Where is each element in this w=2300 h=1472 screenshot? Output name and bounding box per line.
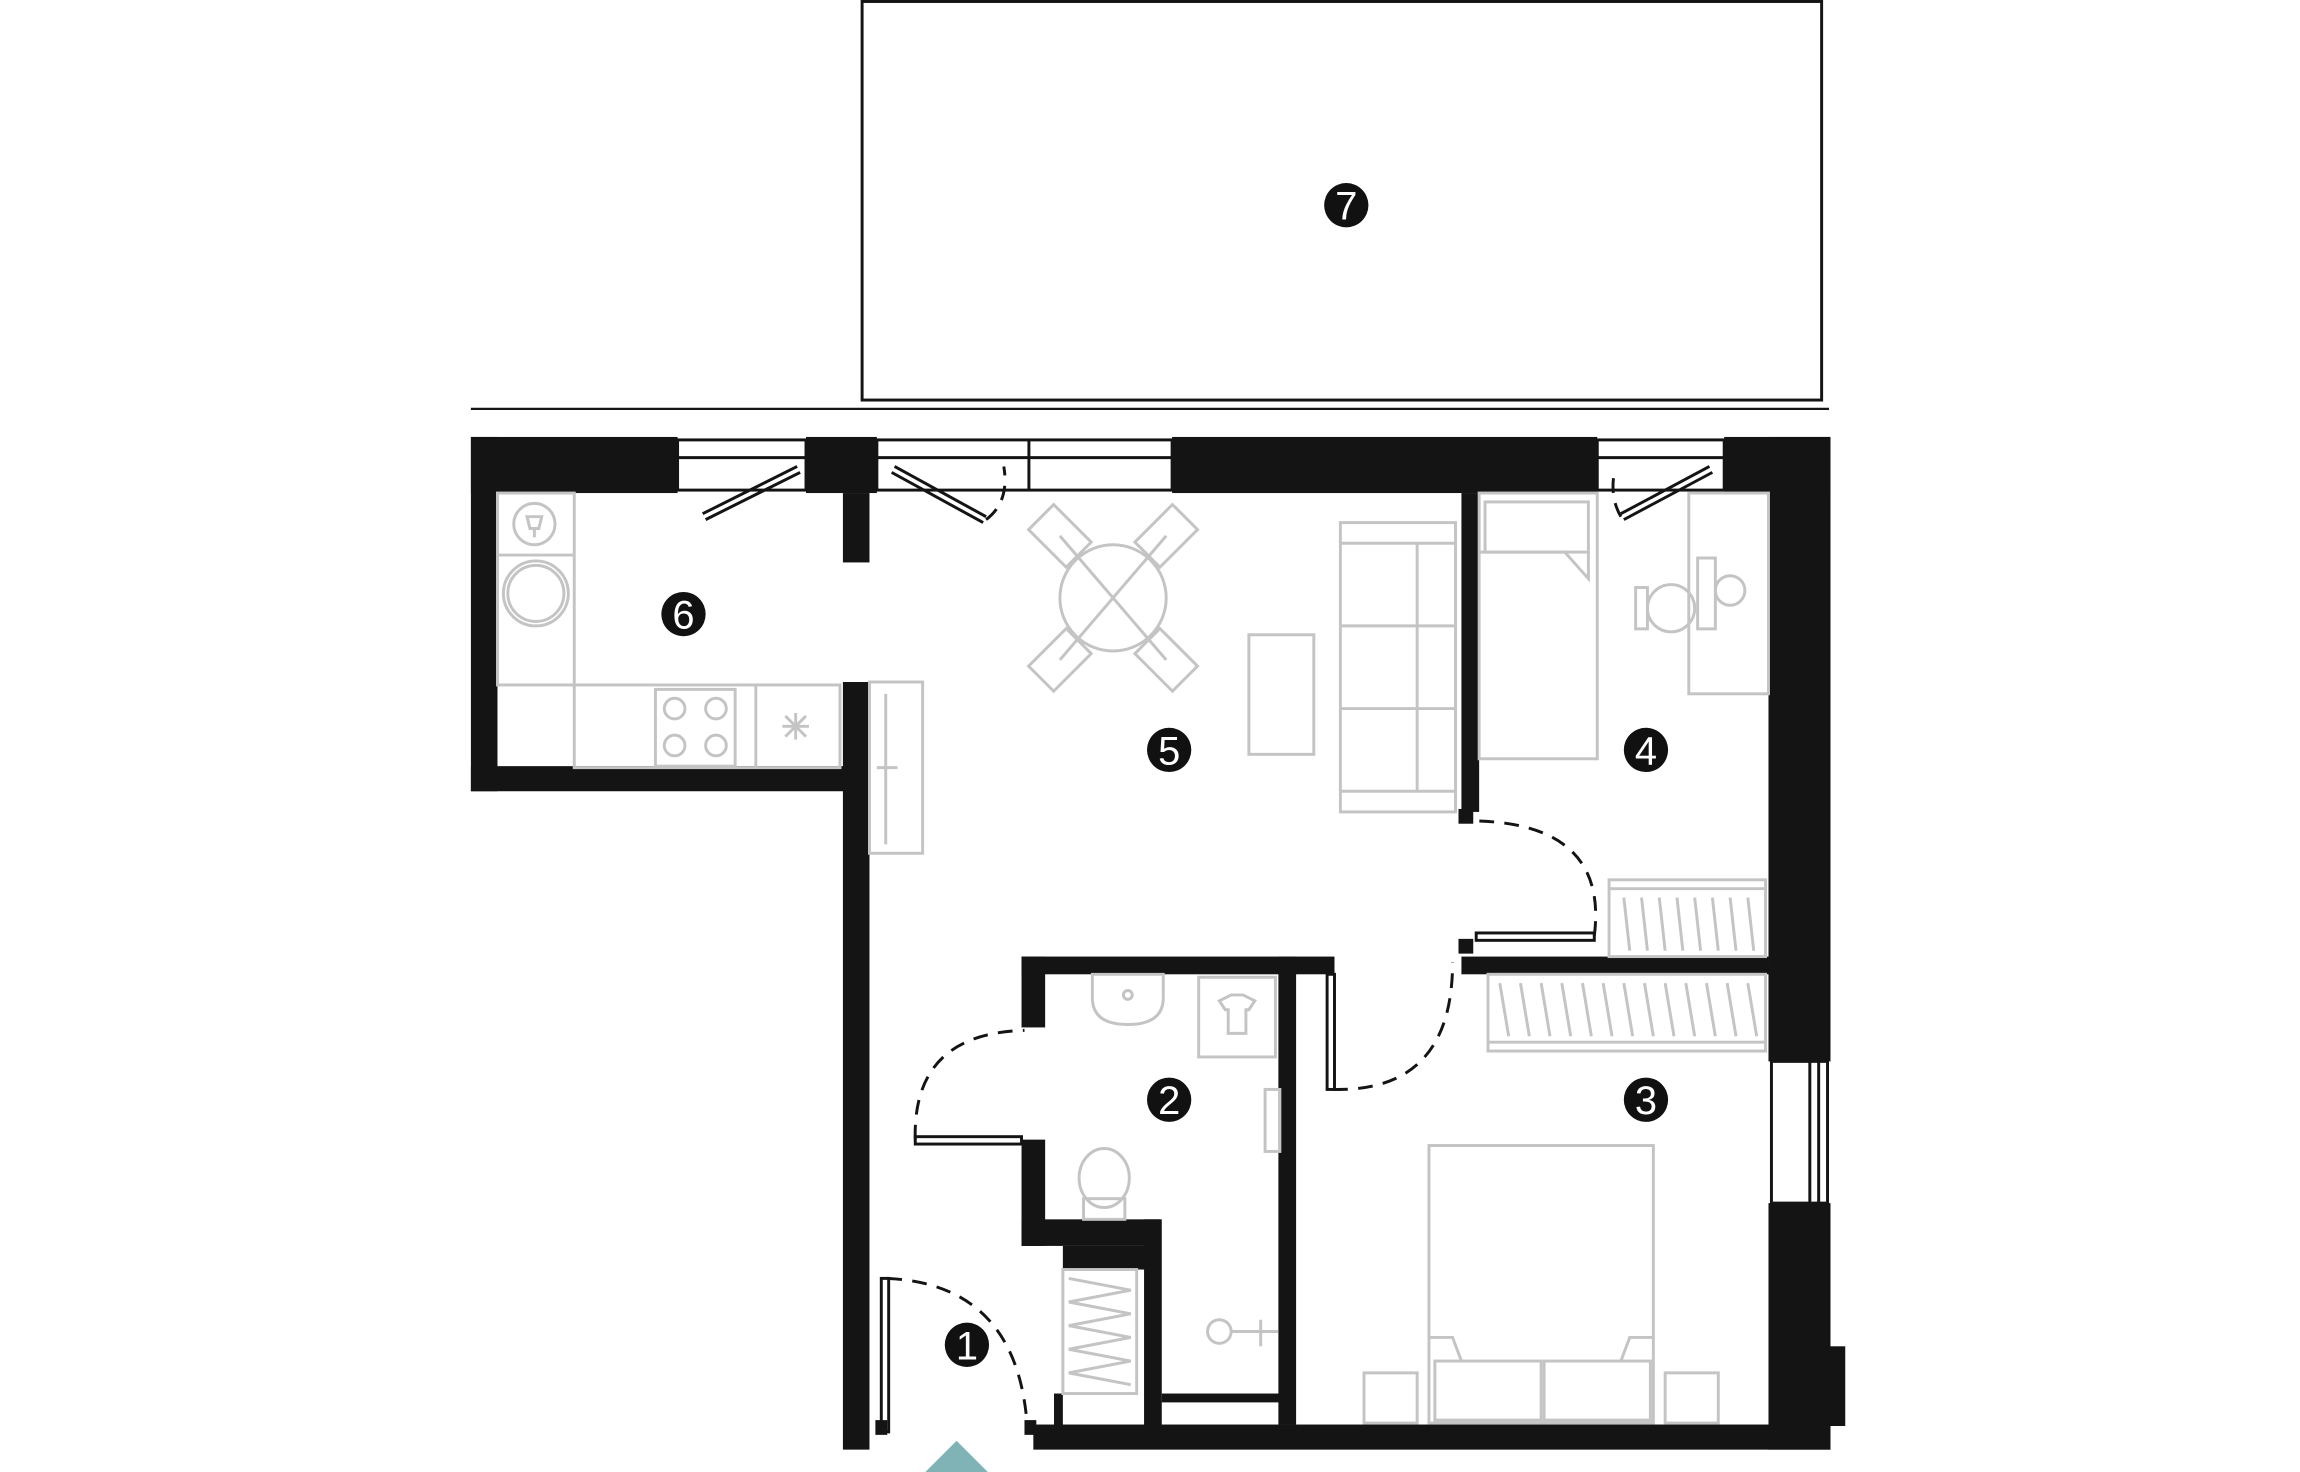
sink-icon — [782, 713, 809, 740]
room-marker-1: 1 — [944, 1322, 990, 1368]
toilet-icon — [1077, 1147, 1131, 1221]
double-bed-icon — [1427, 1144, 1655, 1425]
sofa-icon — [1338, 521, 1458, 814]
tv-icon — [868, 680, 925, 855]
room-label-7: 7 — [1335, 185, 1357, 229]
dishwasher-icon — [512, 501, 557, 547]
room-label-5: 5 — [1158, 729, 1180, 773]
room-marker-4: 4 — [1623, 727, 1669, 773]
nightstand-icon — [1663, 1371, 1720, 1425]
windows — [676, 438, 1830, 1205]
wardrobe-icon — [1486, 972, 1768, 1053]
wardrobe-icon — [1607, 878, 1768, 959]
doors — [875, 808, 1598, 1435]
stove-icon — [653, 687, 737, 768]
room-marker-3: 3 — [1623, 1077, 1669, 1123]
desk-icon — [1634, 491, 1770, 696]
room-label-3: 3 — [1635, 1079, 1657, 1123]
closet-icon — [1061, 1268, 1139, 1396]
nightstand-icon — [1362, 1371, 1419, 1425]
room-label-4: 4 — [1635, 729, 1657, 773]
washing-machine-icon — [501, 559, 570, 628]
walls — [470, 436, 1846, 1450]
room-marker-5: 5 — [1147, 727, 1192, 773]
dining-table-icon — [1026, 502, 1200, 694]
room-marker-6: 6 — [661, 591, 706, 638]
coffee-table — [1247, 633, 1316, 756]
furniture — [496, 491, 1770, 1425]
room-marker-7: 7 — [1324, 183, 1369, 229]
shower-icon — [1206, 1318, 1279, 1347]
laundry-icon — [1197, 975, 1277, 1059]
room-label-6: 6 — [672, 594, 694, 638]
towel-rail-icon — [1263, 1087, 1282, 1153]
entrance-arrow-icon — [925, 1440, 988, 1472]
room-label-2: 2 — [1158, 1079, 1180, 1123]
washbasin-icon — [1090, 972, 1165, 1026]
balcony-outline — [860, 0, 1824, 402]
single-bed-icon — [1477, 491, 1599, 761]
room-marker-2: 2 — [1147, 1077, 1192, 1123]
room-label-1: 1 — [956, 1324, 978, 1368]
